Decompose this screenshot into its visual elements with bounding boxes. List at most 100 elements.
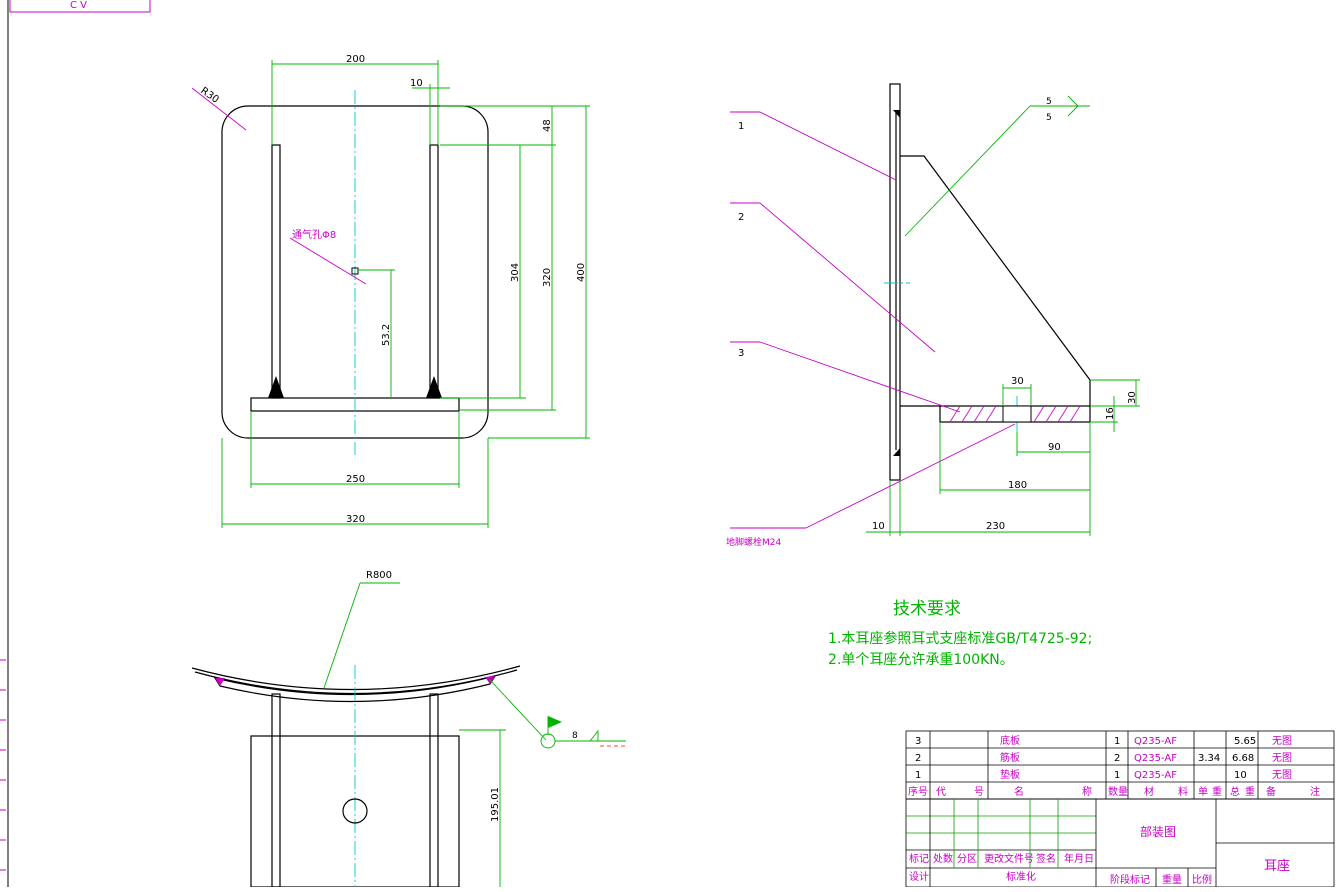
dim-195-01: 195.01 <box>490 787 501 822</box>
weld-left <box>268 376 284 398</box>
bom-row-2-qty: 2 <box>1114 753 1120 764</box>
title-block: 标记 处数 分区 更改文件号 签名 年月日 设计 标准化 阶段标记 重量 比例 … <box>905 798 1335 888</box>
label-standardize: 标准化 <box>1006 870 1036 883</box>
dim-10-top: 10 <box>410 78 423 89</box>
bom-row-1-mat: Q235-AF <box>1134 770 1177 781</box>
bom-row-3-total: 5.65 <box>1234 736 1256 747</box>
top-rib-left <box>271 693 281 888</box>
margin-ticks <box>0 659 6 871</box>
corner-stamp: C V <box>70 0 87 11</box>
bom-h-total: 总 <box>1230 785 1240 798</box>
dim-30-hole: 30 <box>1011 376 1024 387</box>
rib-profile <box>900 155 1091 406</box>
bom-row-3-qty: 1 <box>1114 736 1120 747</box>
bom-h-total-b: 重 <box>1245 785 1255 798</box>
tech-item-1: 1.本耳座参照耳式支座标准GB/T4725-92; <box>828 630 1092 647</box>
tech-title: 技术要求 <box>893 599 961 619</box>
top-rib-right <box>429 693 439 888</box>
side-view: 1 2 3 5 5 30 16 30 90 180 <box>726 83 1140 548</box>
weld-size-bottom: 5 <box>1046 113 1052 123</box>
dim-200: 200 <box>346 54 365 65</box>
tech-item-2: 2.单个耳座允许承重100KN。 <box>828 652 1014 668</box>
corner-stamp-box <box>9 0 151 13</box>
dim-320-horiz: 320 <box>346 514 365 525</box>
label-bolt: 地脚螺栓M24 <box>726 536 781 548</box>
leader-2: 2 <box>738 212 744 223</box>
weld-top <box>893 110 900 118</box>
label-r30: R30 <box>198 85 220 105</box>
label-vent: 通气孔Φ8 <box>292 228 336 241</box>
bom-h-unit: 单 <box>1198 786 1208 798</box>
bom-h-note-b: 注 <box>1310 785 1320 798</box>
dim-400: 400 <box>576 263 587 282</box>
part-name: 耳座 <box>1264 859 1290 874</box>
bom-h-no: 序号 <box>908 785 928 798</box>
weld-right <box>426 376 442 398</box>
bom-h-mat-a: 材 <box>1144 785 1154 798</box>
bom-row-3-note: 无图 <box>1272 735 1292 747</box>
rev-sign: 签名 <box>1036 852 1056 865</box>
bom-row-2-no: 2 <box>915 753 921 764</box>
rib-right <box>429 144 439 399</box>
side-hole <box>1002 405 1032 423</box>
dim-230: 230 <box>986 521 1005 532</box>
bom-row-3-no: 3 <box>915 736 921 747</box>
bom-h-note-a: 备 <box>1266 785 1276 798</box>
bom-row-2-name: 筋板 <box>1000 751 1020 764</box>
weld-all-around <box>540 733 556 749</box>
bom-row-3-name: 底板 <box>1000 734 1020 747</box>
weld-size-top: 5 <box>1046 97 1052 107</box>
rev-count: 处数 <box>933 852 953 865</box>
bom-row-2-total: 6.68 <box>1232 753 1254 764</box>
label-stage: 阶段标记 <box>1110 873 1150 886</box>
dim-10-side: 10 <box>872 521 885 532</box>
dim-250: 250 <box>346 474 365 485</box>
rev-zone: 分区 <box>957 853 977 865</box>
label-design: 设计 <box>909 870 929 883</box>
bom-row-1-name: 垫板 <box>1000 768 1020 781</box>
tech-requirements: 技术要求 1.本耳座参照耳式支座标准GB/T4725-92; 2.单个耳座允许承… <box>828 599 1092 668</box>
bom-row-1-no: 1 <box>915 770 921 781</box>
bom-row-2-note: 无图 <box>1272 752 1292 764</box>
side-pad-plate <box>889 83 901 481</box>
rev-mark: 标记 <box>909 853 929 865</box>
front-view: 200 10 48 304 320 400 53.2 250 320 <box>191 54 590 528</box>
bom-row-3-mat: Q235-AF <box>1134 736 1177 747</box>
dim-90: 90 <box>1048 442 1061 453</box>
rev-date: 年月日 <box>1064 852 1094 865</box>
weld-size-8: 8 <box>572 731 578 741</box>
dim-320-vert: 320 <box>542 268 553 287</box>
bom-h-name-a: 名 <box>1014 785 1024 798</box>
bom-h-name-b: 称 <box>1082 785 1092 798</box>
label-scale: 比例 <box>1192 873 1212 886</box>
bom-row-2-unit: 3.34 <box>1198 753 1220 764</box>
rev-doc: 更改文件号 <box>984 852 1034 865</box>
drawing-type: 部装图 <box>1140 824 1176 839</box>
bom-h-weight: 重 <box>1212 785 1222 798</box>
label-weight: 重量 <box>1162 873 1182 886</box>
bolt-hole <box>342 798 368 824</box>
base-hatch <box>949 405 1081 423</box>
leader-3: 3 <box>738 348 744 359</box>
dim-16: 16 <box>1105 407 1116 420</box>
bom-row-2-mat: Q235-AF <box>1134 753 1177 764</box>
dim-304: 304 <box>510 263 521 282</box>
bom-h-qty: 数量 <box>1108 785 1128 798</box>
leader-1: 1 <box>738 121 744 132</box>
bom-row-1-note: 无图 <box>1272 769 1292 781</box>
dim-53-2: 53.2 <box>381 324 392 346</box>
top-view: R800 8 195.01 <box>191 570 626 888</box>
bom-row-1-total: 10 <box>1234 770 1247 781</box>
weld-bottom <box>893 448 900 456</box>
bom-table: 3 底板 1 Q235-AF 5.65 无图 2 筋板 2 Q235-AF 3.… <box>905 730 1335 800</box>
curved-pad-outer <box>191 665 521 691</box>
rib-left <box>271 144 281 399</box>
bom-h-code-a: 代 <box>936 786 946 798</box>
field-weld-flag <box>548 716 562 728</box>
label-r800: R800 <box>366 570 392 581</box>
bom-row-1-qty: 1 <box>1114 770 1120 781</box>
bom-h-code-b: 号 <box>974 786 984 798</box>
dim-180: 180 <box>1008 480 1027 491</box>
dim-48: 48 <box>542 119 553 132</box>
